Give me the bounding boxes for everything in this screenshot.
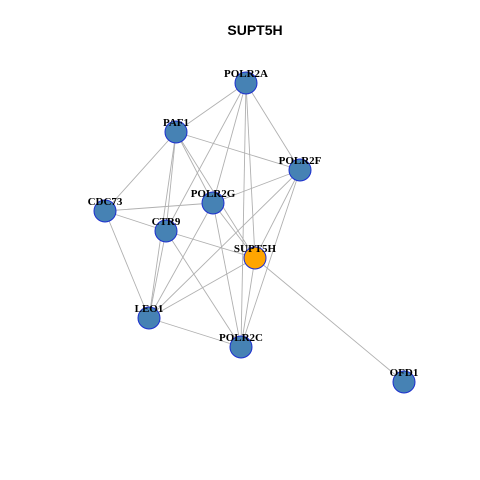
node-circle-polr2a xyxy=(234,71,258,95)
edge-ctr9-polr2c xyxy=(165,230,242,348)
node-label-polr2c: POLR2C xyxy=(219,332,263,344)
node-label-leo1: LEO1 xyxy=(135,303,164,315)
edge-leo1-polr2c xyxy=(148,317,242,348)
edge-supt5h-leo1 xyxy=(148,257,256,319)
edge-polr2a-polr2f xyxy=(245,82,301,171)
edge-ctr9-leo1 xyxy=(148,230,167,319)
node-circle-polr2g xyxy=(201,191,225,215)
edge-polr2f-polr2g xyxy=(212,169,301,204)
edge-polr2a-polr2g xyxy=(212,82,247,204)
edge-paf1-cdc73 xyxy=(104,131,177,212)
edge-polr2f-polr2c xyxy=(240,169,301,348)
diagram-title: SUPT5H xyxy=(227,22,282,38)
node-circle-supt5h xyxy=(243,246,267,270)
node-label-ctr9: CTR9 xyxy=(152,216,181,228)
edge-ctr9-supt5h xyxy=(165,230,256,259)
node-polr2f: POLR2F xyxy=(279,155,322,182)
node-leo1: LEO1 xyxy=(135,303,164,330)
edge-polr2f-supt5h xyxy=(254,169,301,259)
node-supt5h: SUPT5H xyxy=(234,243,277,270)
edge-polr2g-leo1 xyxy=(148,202,214,319)
edge-paf1-ctr9 xyxy=(165,131,177,232)
node-label-polr2f: POLR2F xyxy=(279,155,322,167)
node-circle-cdc73 xyxy=(93,199,117,223)
edge-polr2g-cdc73 xyxy=(104,202,214,212)
node-label-paf1: PAF1 xyxy=(163,117,189,129)
node-circle-ctr9 xyxy=(154,219,178,243)
node-label-polr2g: POLR2G xyxy=(191,188,236,200)
node-circle-leo1 xyxy=(137,306,161,330)
edge-polr2a-polr2c xyxy=(240,82,247,348)
node-circle-ofd1 xyxy=(392,370,416,394)
edge-supt5h-polr2c xyxy=(240,257,256,348)
edge-paf1-polr2f xyxy=(175,131,301,171)
edge-polr2a-paf1 xyxy=(175,82,247,133)
node-label-supt5h: SUPT5H xyxy=(234,243,277,255)
node-circle-polr2c xyxy=(229,335,253,359)
edge-supt5h-ofd1 xyxy=(254,257,405,383)
edge-polr2f-leo1 xyxy=(148,169,301,319)
node-ofd1: OFD1 xyxy=(390,367,419,394)
node-paf1: PAF1 xyxy=(163,117,189,144)
node-ctr9: CTR9 xyxy=(152,216,181,243)
edge-paf1-polr2g xyxy=(175,131,214,204)
node-polr2g: POLR2G xyxy=(191,188,236,215)
node-label-cdc73: CDC73 xyxy=(88,196,123,208)
node-cdc73: CDC73 xyxy=(88,196,123,223)
node-circle-paf1 xyxy=(164,120,188,144)
edge-polr2g-supt5h xyxy=(212,202,256,259)
node-circle-polr2f xyxy=(288,158,312,182)
node-polr2c: POLR2C xyxy=(219,332,263,359)
edge-polr2a-ctr9 xyxy=(165,82,247,232)
edge-cdc73-leo1 xyxy=(104,210,150,319)
node-label-ofd1: OFD1 xyxy=(390,367,419,379)
edge-polr2a-supt5h xyxy=(245,82,256,259)
node-label-polr2a: POLR2A xyxy=(224,68,268,80)
node-polr2a: POLR2A xyxy=(224,68,268,95)
edge-polr2g-polr2c xyxy=(212,202,242,348)
